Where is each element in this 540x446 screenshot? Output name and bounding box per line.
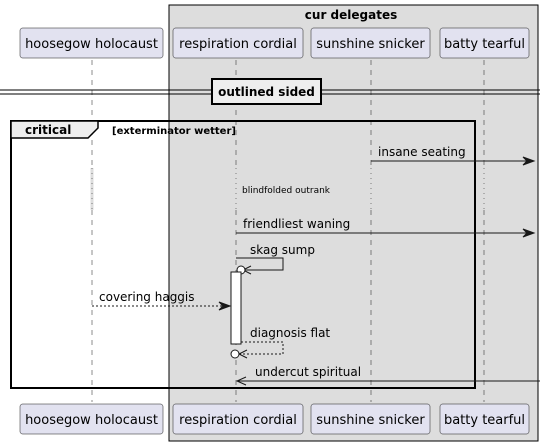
participant-respiration-cordial-top: respiration cordial (172, 27, 304, 59)
participant-hoosegow-holocaust-bottom: hoosegow holocaust (19, 403, 164, 435)
delay-blindfolded-outrank: blindfolded outrank (90, 168, 486, 210)
delay-label: blindfolded outrank (242, 186, 331, 196)
participant-label: respiration cordial (179, 37, 297, 52)
participant-label: respiration cordial (179, 413, 297, 428)
message-label: skag sump (250, 243, 315, 257)
message-label: covering haggis (99, 290, 195, 304)
participant-label: batty tearful (444, 413, 525, 428)
message-label: diagnosis flat (250, 326, 330, 340)
fragment-keyword: critical (25, 123, 71, 137)
message-insane-seating: insane seating (371, 145, 536, 166)
participant-label: sunshine snicker (316, 413, 425, 428)
critical-fragment: critical [exterminator wetter] (10, 120, 476, 389)
divider: outlined sided (0, 78, 540, 105)
fragment-condition: [exterminator wetter] (112, 126, 236, 137)
message-diagnosis-flat: diagnosis flat (230, 326, 330, 359)
message-label: insane seating (378, 145, 466, 159)
participant-sunshine-snicker-top: sunshine snicker (310, 27, 431, 59)
participant-label: sunshine snicker (316, 37, 425, 52)
message-friendliest-waning: friendliest waning (236, 217, 536, 238)
message-covering-haggis: covering haggis (92, 290, 232, 311)
message-label: undercut spiritual (255, 365, 361, 379)
participant-label: hoosegow holocaust (25, 413, 158, 428)
group-box (168, 4, 539, 442)
group-title: cur delegates (305, 8, 397, 22)
participant-batty-tearful-bottom: batty tearful (439, 403, 530, 435)
message-skag-sump: skag sump (236, 243, 315, 275)
message-undercut-spiritual: undercut spiritual (235, 365, 540, 386)
participant-sunshine-snicker-bottom: sunshine snicker (310, 403, 431, 435)
participant-label: hoosegow holocaust (25, 37, 158, 52)
participant-batty-tearful-top: batty tearful (439, 27, 530, 59)
participant-label: batty tearful (444, 37, 525, 52)
participant-hoosegow-holocaust-top: hoosegow holocaust (19, 27, 164, 59)
message-label: friendliest waning (243, 217, 350, 231)
participant-respiration-cordial-bottom: respiration cordial (172, 403, 304, 435)
divider-label: outlined sided (218, 85, 315, 99)
activation-bar (230, 271, 242, 345)
